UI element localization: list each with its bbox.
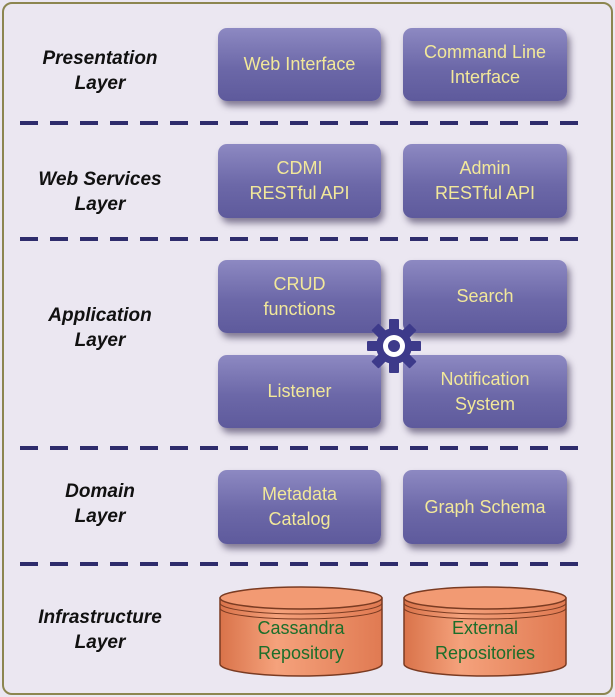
layer-divider bbox=[20, 446, 585, 450]
listener-box: Listener bbox=[218, 355, 381, 428]
crud-functions-box: CRUD functions bbox=[218, 260, 381, 333]
search-box: Search bbox=[403, 260, 567, 333]
box-text: Command Line bbox=[423, 41, 547, 62]
label-line: Layer bbox=[74, 330, 126, 351]
layer-divider bbox=[20, 562, 585, 566]
box-text: Search bbox=[456, 286, 514, 306]
label-line: Application bbox=[48, 305, 152, 326]
command-line-interface-box: Command Line Interface bbox=[403, 28, 567, 101]
label-line: Layer bbox=[74, 632, 126, 653]
web-interface-box: Web Interface bbox=[218, 28, 381, 101]
box-text: RESTful API bbox=[434, 183, 536, 203]
graph-schema-box: Graph Schema bbox=[403, 470, 567, 544]
box-text: Listener bbox=[267, 381, 332, 401]
notification-system-box: Notification System bbox=[403, 355, 567, 428]
label-line: Web Services bbox=[38, 169, 162, 190]
label-line: Presentation bbox=[42, 48, 158, 69]
database-cylinder-icon bbox=[219, 586, 383, 677]
label-line: Cassandra bbox=[257, 618, 345, 638]
label-line: Domain bbox=[65, 481, 135, 502]
database-cylinder-icon bbox=[403, 586, 567, 677]
admin-restful-api-box: Admin RESTful API bbox=[403, 144, 567, 218]
gear-icon bbox=[367, 319, 421, 373]
label-line: Infrastructure bbox=[38, 607, 162, 628]
label-line: Layer bbox=[74, 506, 126, 527]
label-line: External bbox=[451, 618, 519, 638]
label-line: Layer bbox=[74, 194, 126, 215]
box-text: System bbox=[454, 393, 515, 414]
box-text: CRUD bbox=[273, 273, 326, 294]
metadata-catalog-box: Metadata Catalog bbox=[218, 470, 381, 544]
cdmi-restful-api-box: CDMI RESTful API bbox=[218, 144, 381, 218]
layer-divider bbox=[20, 237, 585, 241]
box-text: CDMI bbox=[276, 158, 323, 178]
box-text: Graph Schema bbox=[424, 496, 546, 517]
infrastructure-layer-label: Infrastructure Layer bbox=[10, 605, 190, 655]
external-repositories-cylinder: External Repositories bbox=[400, 584, 570, 680]
box-text: Notification bbox=[440, 368, 530, 389]
cassandra-repository-cylinder: Cassandra Repository bbox=[216, 584, 386, 680]
cylinder-label: External Repositories bbox=[400, 616, 570, 666]
box-text: functions bbox=[263, 298, 336, 319]
box-text: Web Interface bbox=[243, 54, 356, 74]
cylinder-label: Cassandra Repository bbox=[216, 616, 386, 666]
label-line: Repository bbox=[257, 643, 345, 663]
domain-layer-label: Domain Layer bbox=[10, 479, 190, 529]
box-text: Metadata bbox=[261, 484, 338, 504]
box-text: Catalog bbox=[268, 509, 331, 529]
application-layer-label: Application Layer bbox=[10, 303, 190, 353]
layer-divider bbox=[20, 121, 585, 125]
presentation-layer-label: Presentation Layer bbox=[10, 46, 190, 96]
box-text: RESTful API bbox=[249, 183, 350, 203]
box-text: Interface bbox=[449, 66, 521, 87]
web-services-layer-label: Web Services Layer bbox=[10, 167, 190, 217]
box-text: Admin bbox=[459, 158, 511, 178]
label-line: Layer bbox=[74, 73, 126, 94]
label-line: Repositories bbox=[434, 643, 536, 663]
